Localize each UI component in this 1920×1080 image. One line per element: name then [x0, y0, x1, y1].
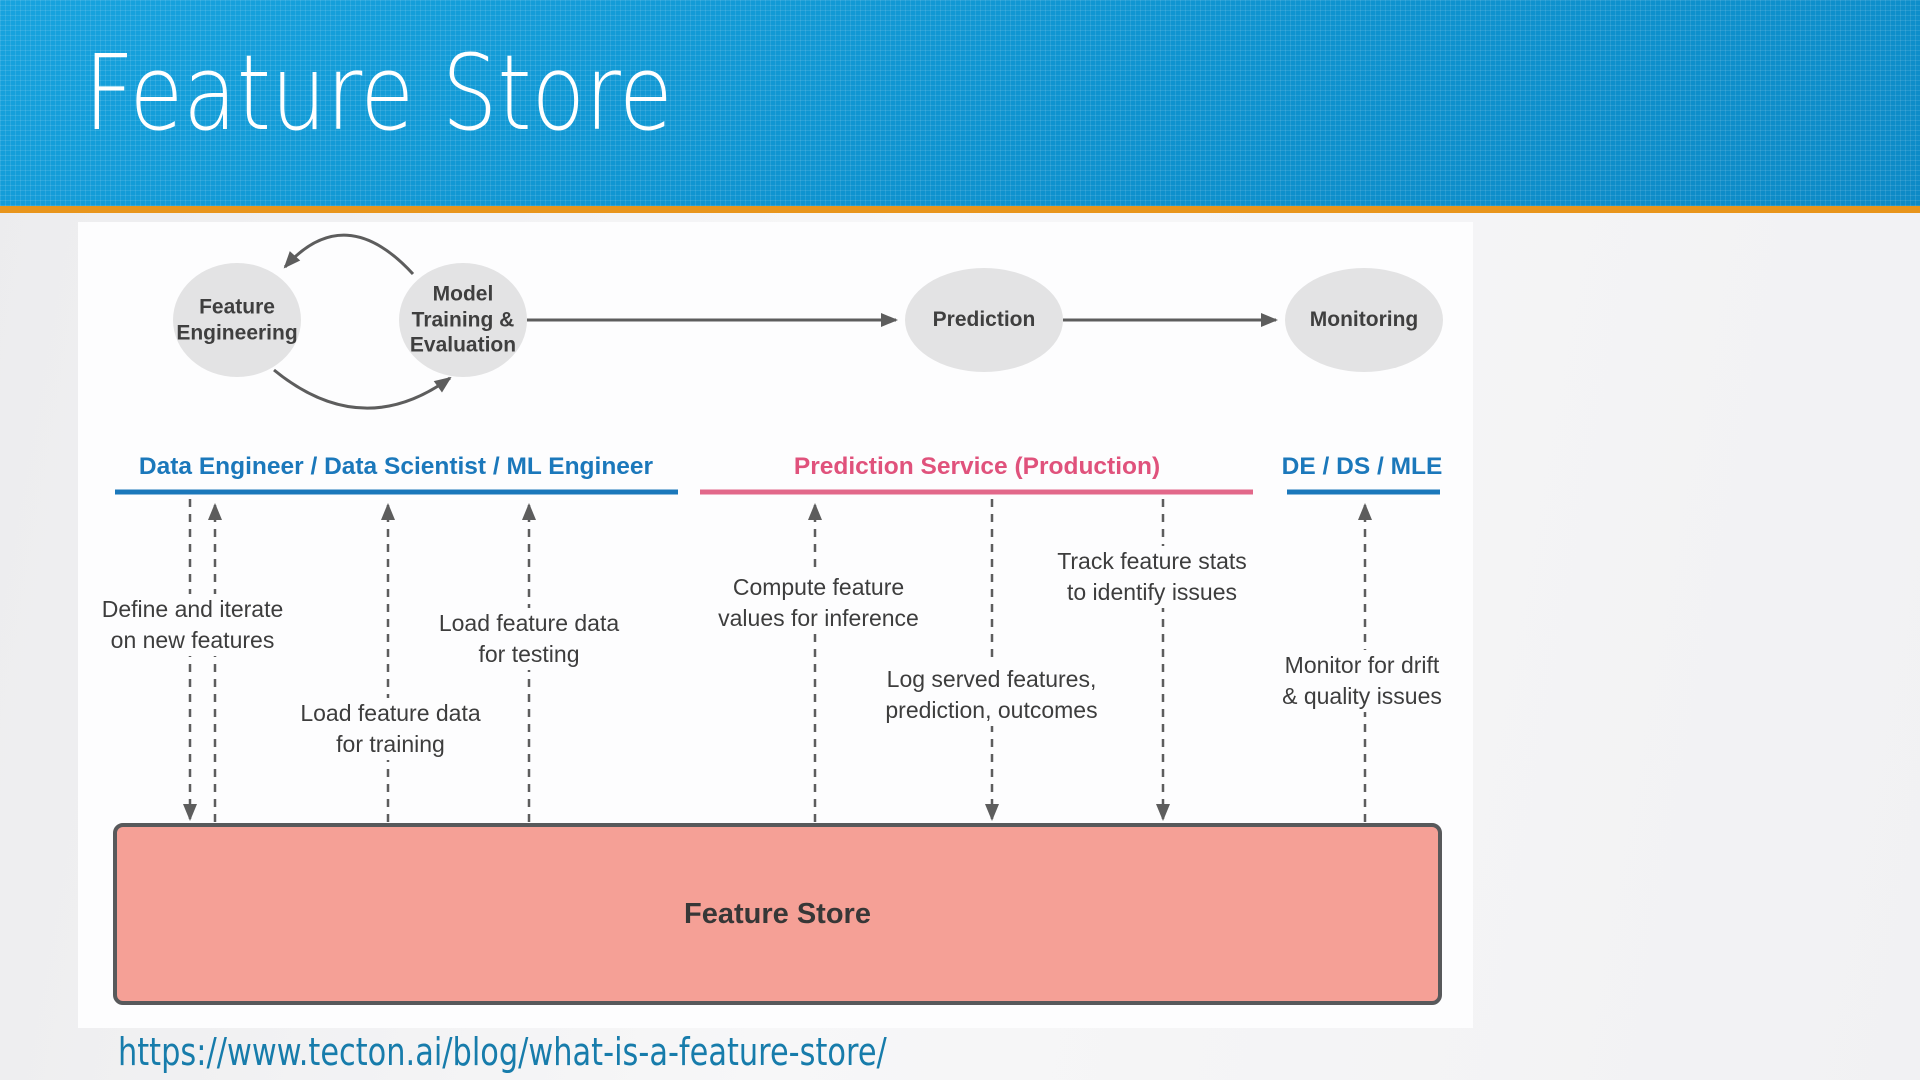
- source-link[interactable]: https://www.tecton.ai/blog/what-is-a-fea…: [118, 1030, 887, 1074]
- annotation-compute-inference: Compute feature values for inference: [711, 572, 926, 634]
- feature-store-box: Feature Store: [113, 823, 1442, 1005]
- annotation-track-stats: Track feature stats to identify issues: [1047, 546, 1257, 608]
- node-label-model-training: Model Training & Evaluation: [409, 282, 517, 357]
- node-label-feature-engineering: Feature Engineering: [176, 295, 298, 344]
- annotation-load-training: Load feature data for training: [293, 698, 488, 760]
- cycle-arrow-top-icon: [283, 233, 415, 276]
- feature-engineering-ellipse: [173, 263, 301, 377]
- section-label-engineers: Data Engineer / Data Scientist / ML Engi…: [138, 453, 654, 480]
- monitoring-ellipse: [1285, 268, 1443, 372]
- cycle-arrow-bottom-icon: [273, 368, 452, 410]
- slide-header: Feature Store: [0, 0, 1920, 206]
- diagram-graphics: [115, 233, 1443, 822]
- annotation-monitor-drift: Monitor for drift & quality issues: [1282, 650, 1442, 712]
- feature-store-label: Feature Store: [684, 897, 871, 930]
- section-label-de-ds-mle: DE / DS / MLE: [1281, 453, 1443, 480]
- node-label-monitoring: Monitoring: [1309, 308, 1419, 332]
- diagram-panel: Feature Engineering Model Training & Eva…: [78, 222, 1473, 1028]
- annotation-define-iterate: Define and iterate on new features: [90, 594, 295, 656]
- slide-title: Feature Store: [84, 32, 673, 154]
- annotation-log-served: Log served features, prediction, outcome…: [879, 664, 1104, 726]
- header-accent-line: [0, 206, 1920, 213]
- section-label-prediction-service: Prediction Service (Production): [793, 453, 1161, 480]
- annotation-load-testing: Load feature data for testing: [434, 608, 624, 670]
- model-training-ellipse: [399, 263, 527, 377]
- node-label-prediction: Prediction: [932, 308, 1036, 332]
- prediction-ellipse: [905, 268, 1063, 372]
